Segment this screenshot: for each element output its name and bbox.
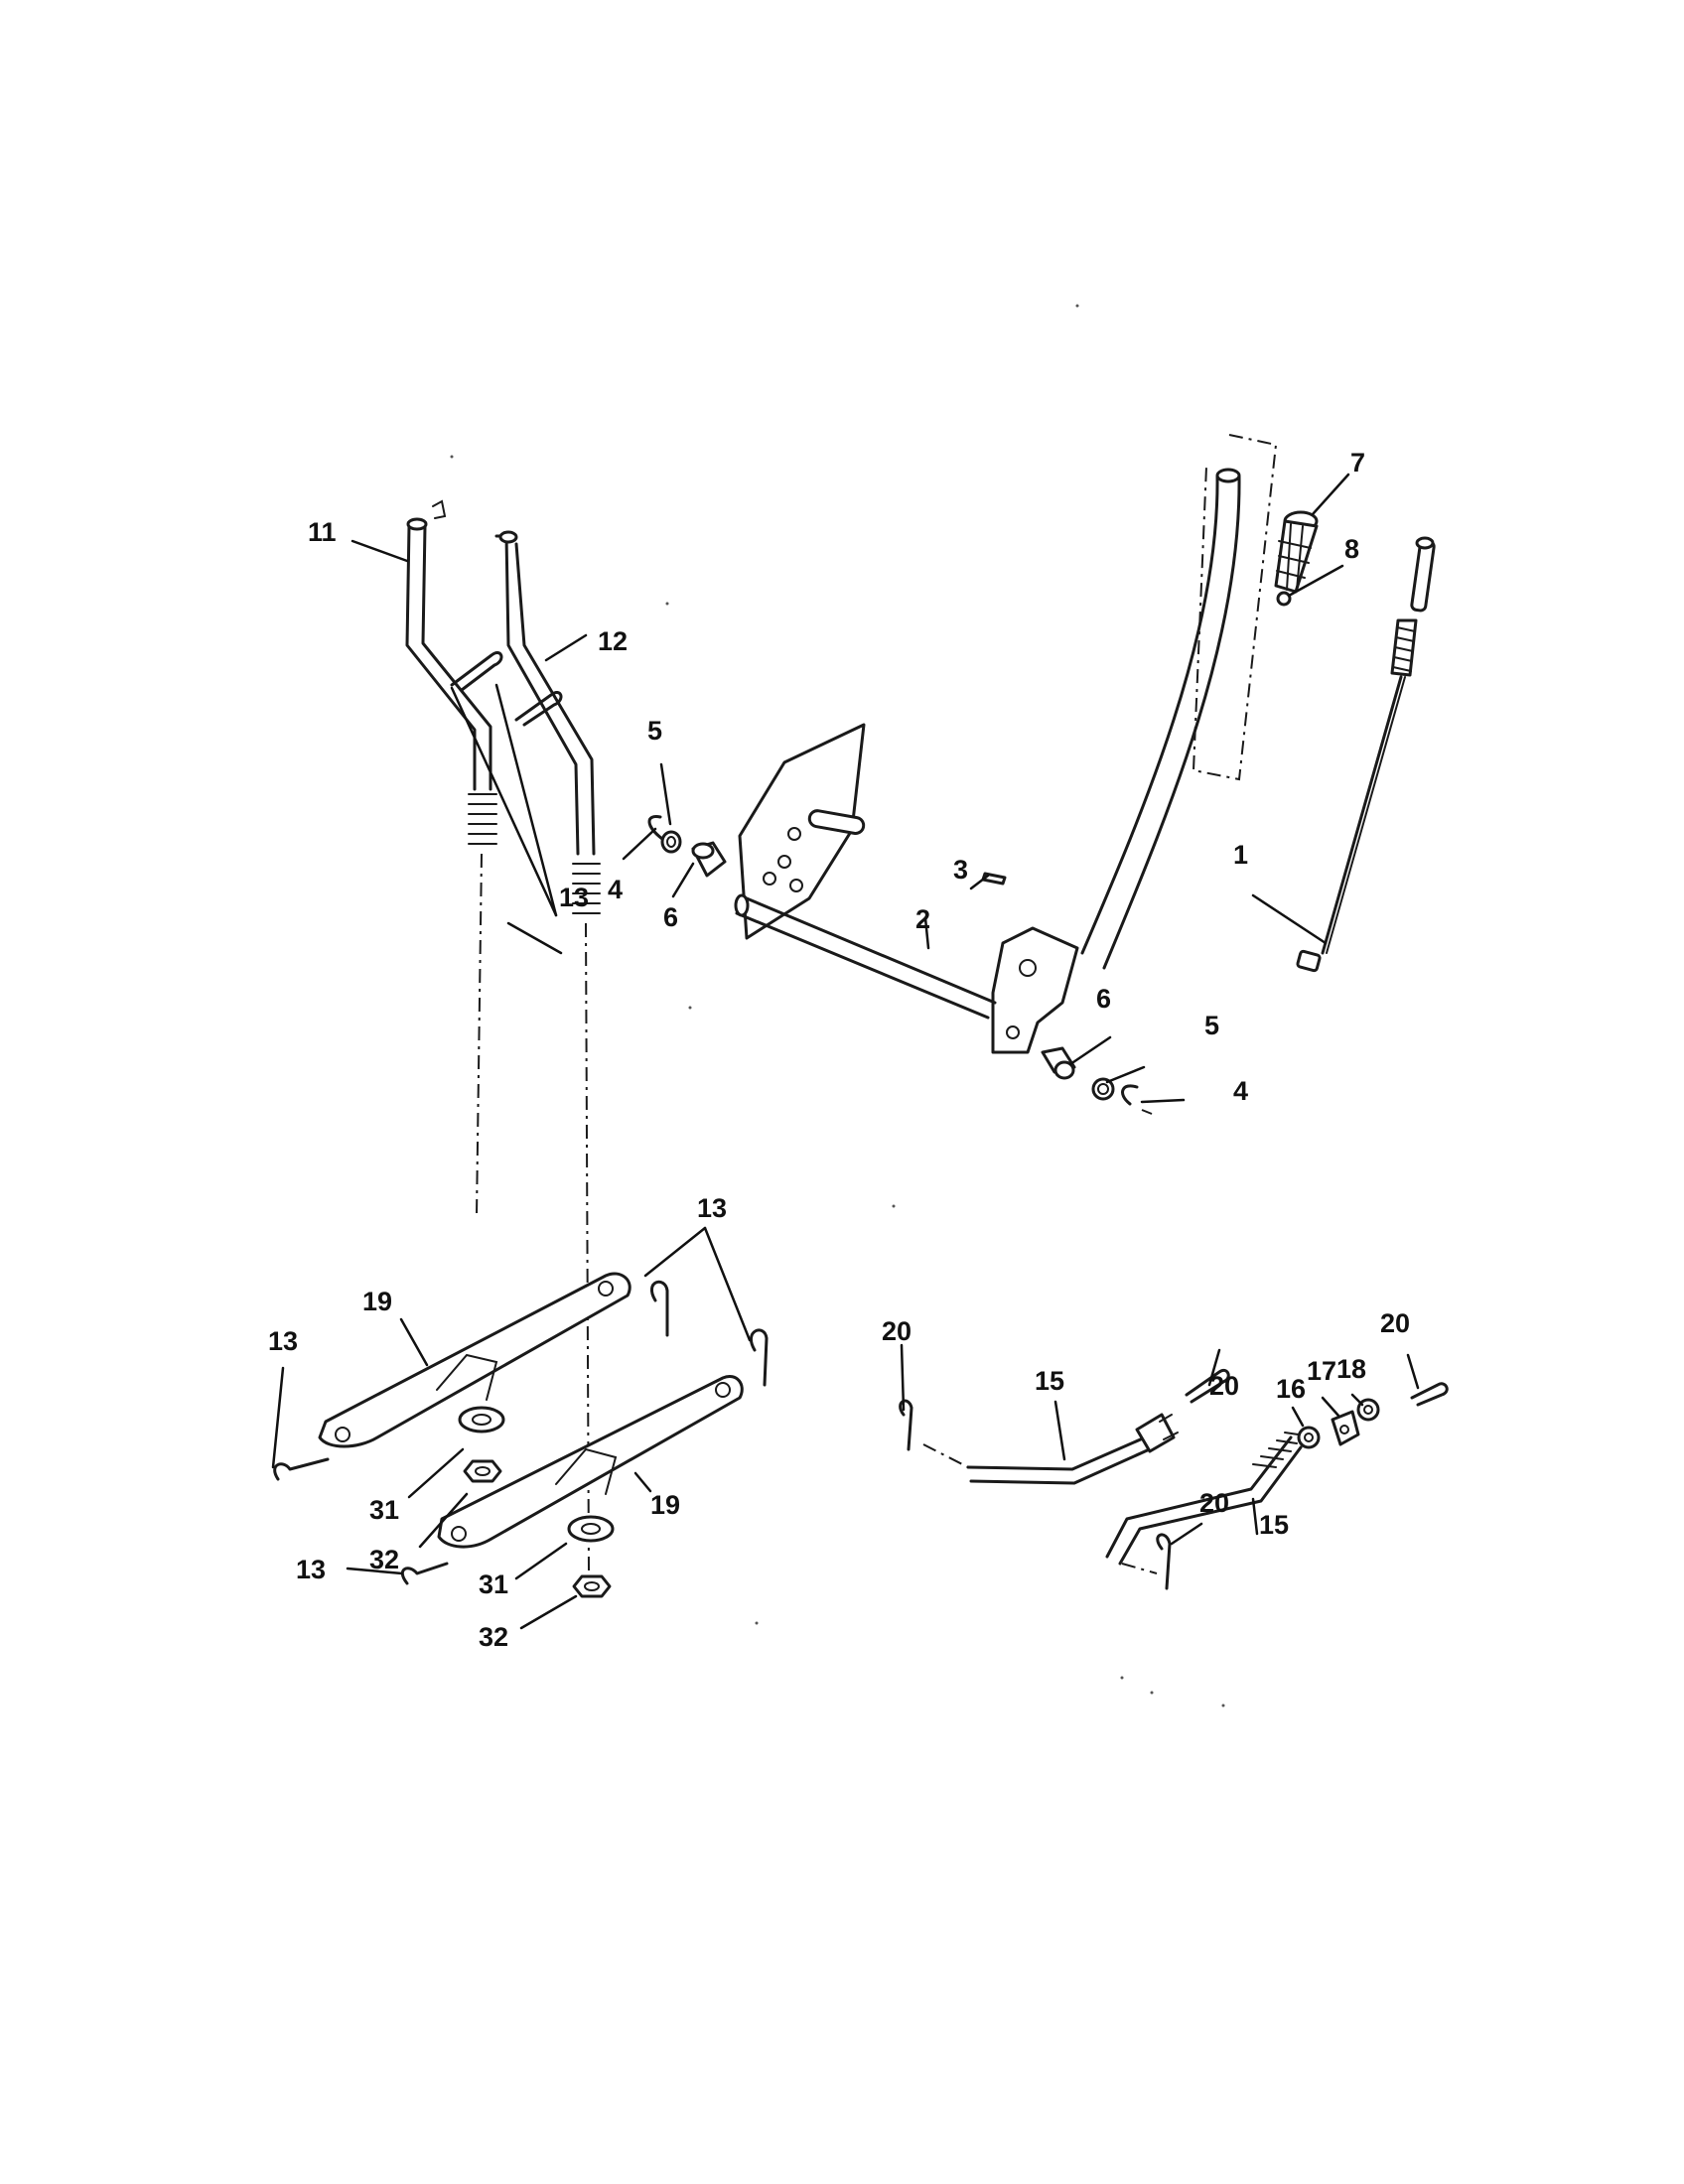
callout-12: 12 — [598, 626, 628, 656]
upper-bushing — [458, 1406, 505, 1433]
callout-20-middle: 20 — [1209, 1371, 1239, 1401]
callout-4-right: 4 — [1233, 1076, 1248, 1106]
callout-13-upper-right: 13 — [697, 1193, 727, 1223]
callout-6-left: 6 — [663, 902, 678, 932]
callout-4-left: 4 — [608, 875, 623, 904]
upper-nut — [463, 1459, 502, 1483]
linkage-dashes — [922, 1443, 1158, 1574]
key-pin — [981, 872, 1007, 886]
callout-31-lower: 31 — [479, 1570, 508, 1599]
swivel-block — [1331, 1410, 1360, 1446]
callout-20-right: 20 — [1380, 1308, 1410, 1338]
left-clip — [647, 815, 664, 841]
callout-15-lower: 15 — [1259, 1510, 1289, 1540]
callout-labels: 1 2 3 4 4 5 5 6 6 7 8 11 12 13 13 13 13 … — [268, 448, 1410, 1652]
grip-ball — [1276, 591, 1292, 607]
left-bushing — [691, 841, 727, 878]
cross-shaft — [734, 893, 997, 1020]
upper-hairpin-clip-a — [450, 651, 503, 692]
cotter-pin-b — [1185, 1368, 1230, 1404]
right-lift-link — [494, 530, 601, 914]
callout-3: 3 — [953, 855, 968, 885]
callout-2: 2 — [915, 904, 930, 934]
lower-nut — [572, 1574, 612, 1598]
arm-hairpin-clip-a — [650, 1280, 669, 1337]
arm-hairpin-clip-b — [750, 1328, 769, 1387]
callout-18: 18 — [1336, 1354, 1366, 1384]
mounting-plate — [738, 723, 866, 940]
callout-11: 11 — [308, 517, 337, 547]
lower-lift-arm — [437, 1375, 744, 1549]
callout-17: 17 — [1307, 1356, 1336, 1386]
callout-19-upper: 19 — [362, 1287, 392, 1316]
callout-15-upper: 15 — [1035, 1366, 1064, 1396]
upper-linkage-rod — [966, 1413, 1179, 1485]
handle-grip — [1274, 510, 1319, 594]
callout-32-upper: 32 — [369, 1545, 399, 1574]
callout-8: 8 — [1344, 534, 1359, 564]
callout-7: 7 — [1350, 448, 1365, 478]
cotter-pin-c — [1410, 1382, 1449, 1407]
callout-5-right: 5 — [1204, 1011, 1219, 1040]
left-lift-link — [405, 499, 497, 845]
callout-1: 1 — [1233, 840, 1248, 870]
callout-6-right: 6 — [1096, 984, 1111, 1014]
left-washer — [660, 830, 682, 854]
callout-16: 16 — [1276, 1374, 1306, 1404]
assembly-centerlines — [476, 853, 590, 1574]
callout-13-top: 13 — [559, 883, 589, 912]
lever-bracket — [991, 926, 1079, 1054]
upper-lift-arm — [318, 1272, 632, 1448]
cotter-pin-d — [1156, 1533, 1172, 1590]
lower-bushing — [567, 1515, 615, 1543]
lift-lever-handle — [1080, 468, 1241, 970]
arm-hairpin-clip-d — [400, 1562, 449, 1585]
right-bushing — [1041, 1046, 1076, 1080]
callout-13-bottom: 13 — [296, 1555, 326, 1584]
handle-extension-outline — [1192, 434, 1278, 781]
callout-32-lower: 32 — [479, 1622, 508, 1652]
callout-13-left: 13 — [268, 1326, 298, 1356]
lower-linkage-rod — [1105, 1432, 1306, 1566]
arm-hairpin-clip-c — [273, 1457, 330, 1481]
upper-hairpin-clip-b — [514, 691, 563, 727]
right-washer — [1091, 1077, 1115, 1101]
callout-19-lower: 19 — [650, 1490, 680, 1520]
spring-rod — [1296, 536, 1436, 973]
callout-31-upper: 31 — [369, 1495, 399, 1525]
callout-5-left: 5 — [647, 716, 662, 746]
right-clip — [1121, 1084, 1153, 1115]
scan-specks — [450, 304, 1225, 1707]
callout-20-bottom: 20 — [1199, 1488, 1229, 1518]
adjusting-nut — [1297, 1426, 1321, 1449]
callout-20-left: 20 — [882, 1316, 912, 1346]
leader-lines — [271, 473, 1420, 1630]
cotter-pin-a — [899, 1399, 913, 1451]
